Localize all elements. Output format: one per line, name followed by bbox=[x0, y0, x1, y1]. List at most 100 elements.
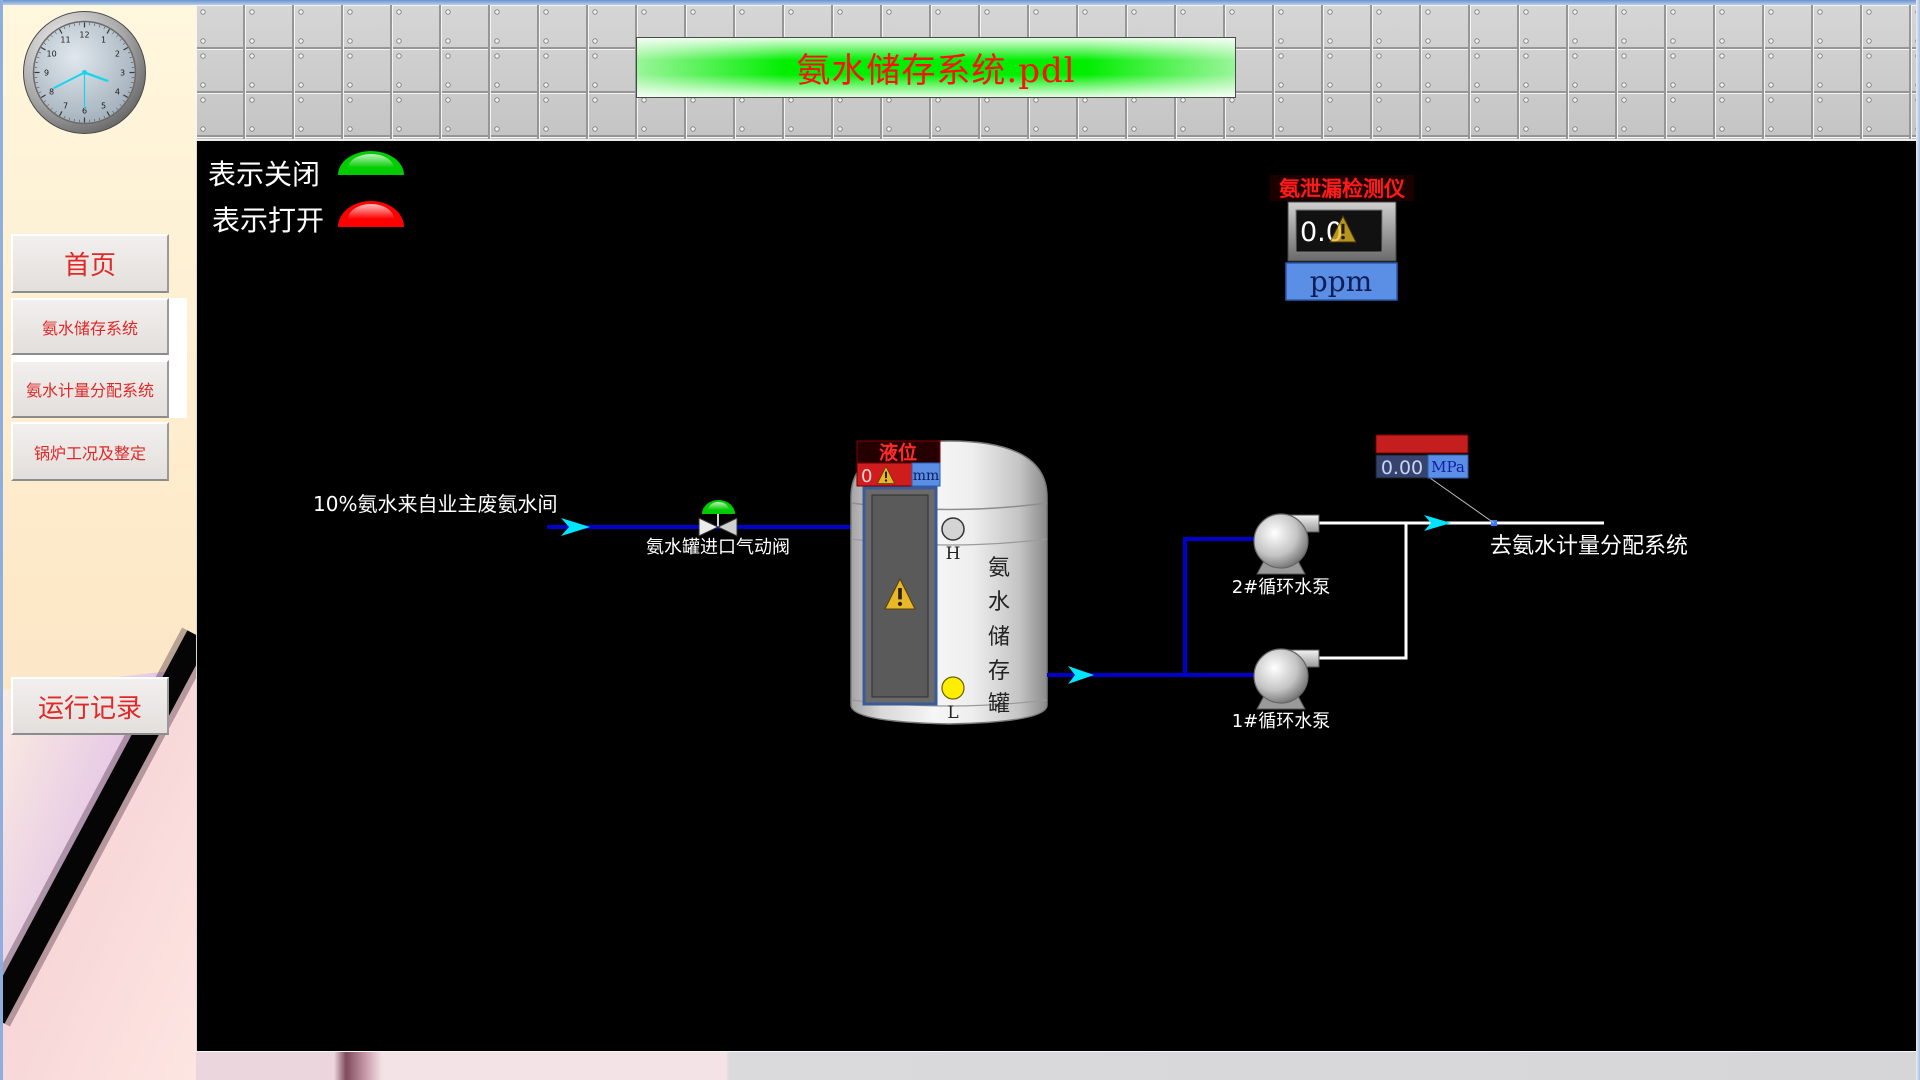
clock-numeral: 1 bbox=[101, 36, 106, 45]
clock-tick bbox=[116, 107, 119, 110]
process-canvas bbox=[196, 141, 1916, 1051]
nav-run-log-button[interactable]: 运行记录 bbox=[11, 677, 169, 735]
clock-tick bbox=[40, 94, 46, 99]
storage-tank: 液位 0 mm H L 氨 水 储 存 罐 bbox=[850, 440, 1048, 725]
clock-numeral: 7 bbox=[63, 101, 68, 110]
clock-tick bbox=[129, 86, 133, 89]
title-bar: 氨水储存系统.pdl bbox=[636, 37, 1236, 98]
clock-tick bbox=[103, 115, 106, 119]
nav-ammonia-metering-button[interactable]: 氨水计量分配系统 bbox=[11, 360, 169, 418]
clock-tick bbox=[112, 110, 115, 114]
low-level-label: L bbox=[947, 703, 958, 723]
clock-tick bbox=[122, 42, 126, 45]
pump-1[interactable] bbox=[1253, 648, 1320, 710]
process-diagram: 表示关闭 表示打开 氨泄漏检测仪 0.0 ppm 10%氨水来自业主废氨水间 氨… bbox=[208, 151, 1688, 732]
clock-tick bbox=[119, 38, 122, 41]
window-frame-top bbox=[0, 0, 1920, 5]
clock-numeral: 2 bbox=[115, 50, 120, 59]
level-title: 液位 bbox=[879, 441, 917, 464]
nav-ammonia-storage-button[interactable]: 氨水储存系统 bbox=[11, 298, 169, 355]
clock-tick bbox=[130, 61, 134, 63]
pressure-display-header bbox=[1375, 434, 1469, 454]
clock-tick bbox=[127, 91, 131, 94]
clock-numeral: 6 bbox=[82, 107, 87, 116]
page-title: 氨水储存系统.pdl bbox=[796, 51, 1076, 91]
clock-tick bbox=[47, 104, 50, 107]
clock-tick bbox=[50, 35, 53, 38]
clock-tick bbox=[73, 23, 75, 27]
legend-open-label: 表示打开 bbox=[212, 204, 324, 237]
clock-tick bbox=[123, 94, 129, 99]
tank-name-char: 储 bbox=[988, 625, 1010, 650]
tank-name-char: 氨 bbox=[988, 556, 1010, 581]
clock-ticks bbox=[34, 22, 135, 123]
clock-tick bbox=[40, 46, 46, 51]
clock-numeral: 12 bbox=[79, 31, 89, 40]
pump-2-label: 2#循环水泵 bbox=[1232, 577, 1331, 598]
clock-hour-hand bbox=[83, 71, 109, 82]
window-frame-right bbox=[1916, 0, 1920, 1080]
clock-tick bbox=[47, 38, 50, 41]
clock-tick bbox=[63, 26, 66, 30]
clock-tick bbox=[103, 26, 106, 30]
clock-tick bbox=[68, 24, 71, 28]
inlet-valve[interactable] bbox=[698, 500, 738, 537]
clock-numeral: 3 bbox=[120, 69, 125, 78]
valve-body-left bbox=[698, 517, 720, 537]
valve-body-right bbox=[716, 517, 738, 537]
clock-tick bbox=[106, 28, 111, 34]
leak-detector-title: 氨泄漏检测仪 bbox=[1279, 177, 1406, 201]
nav-boiler-status-button[interactable]: 锅炉工况及整定 bbox=[11, 422, 169, 481]
leak-detector-unit: ppm bbox=[1310, 265, 1372, 298]
warning-icon bbox=[884, 577, 916, 610]
leak-detector: 氨泄漏检测仪 0.0 ppm bbox=[1270, 175, 1414, 301]
clock-tick bbox=[36, 86, 40, 89]
clock-tick bbox=[116, 35, 119, 38]
clock-tick bbox=[54, 31, 57, 35]
clock-tick bbox=[58, 111, 63, 117]
sidebar-background bbox=[0, 0, 196, 1080]
clock-tick bbox=[98, 24, 101, 28]
tank-outlet-flow-arrow bbox=[1068, 666, 1094, 684]
clock-tick bbox=[38, 51, 42, 54]
clock-tick bbox=[36, 56, 40, 59]
clock-tick bbox=[123, 46, 129, 51]
clock-tick bbox=[35, 82, 39, 84]
clock-numeral: 10 bbox=[47, 50, 57, 59]
pump-2[interactable] bbox=[1253, 513, 1320, 575]
clock-tick bbox=[94, 118, 96, 122]
pressure-leader-line bbox=[1429, 477, 1495, 524]
clock-tick bbox=[98, 117, 101, 121]
window-frame-left bbox=[0, 0, 3, 1080]
high-level-switch bbox=[941, 517, 965, 541]
clock-tick bbox=[130, 82, 134, 84]
tank-name-char: 存 bbox=[988, 659, 1010, 684]
discharge-flow-arrow bbox=[1424, 515, 1451, 531]
discharge-pressure-display: 0.00 MPa bbox=[1375, 434, 1469, 479]
clock-tick bbox=[129, 56, 133, 59]
clock-tick bbox=[127, 51, 131, 54]
inlet-valve-label: 氨水罐进口气动阀 bbox=[646, 537, 790, 558]
clock-tick bbox=[112, 31, 115, 35]
legend: 表示关闭 表示打开 bbox=[208, 151, 404, 237]
pressure-unit-box bbox=[1427, 454, 1469, 479]
inlet-source-label: 10%氨水来自业主废氨水间 bbox=[313, 492, 557, 516]
clock-tick bbox=[35, 61, 39, 63]
clock-tick bbox=[50, 107, 53, 110]
warning-icon bbox=[876, 465, 896, 484]
clock-tick bbox=[38, 91, 42, 94]
clock-tick bbox=[73, 118, 75, 122]
outlet-destination-label: 去氨水计量分配系统 bbox=[1490, 534, 1688, 559]
legend-closed-label: 表示关闭 bbox=[208, 158, 320, 191]
clock-tick bbox=[58, 28, 63, 34]
level-unit-box bbox=[911, 462, 941, 487]
low-level-switch bbox=[941, 676, 965, 700]
clock-tick bbox=[43, 100, 47, 103]
level-unit: mm bbox=[913, 468, 940, 484]
inlet-flow-arrow bbox=[561, 518, 590, 536]
nav-home-button[interactable]: 首页 bbox=[11, 234, 169, 293]
pump-1-label: 1#循环水泵 bbox=[1232, 711, 1331, 732]
status-strip bbox=[196, 1051, 1916, 1080]
